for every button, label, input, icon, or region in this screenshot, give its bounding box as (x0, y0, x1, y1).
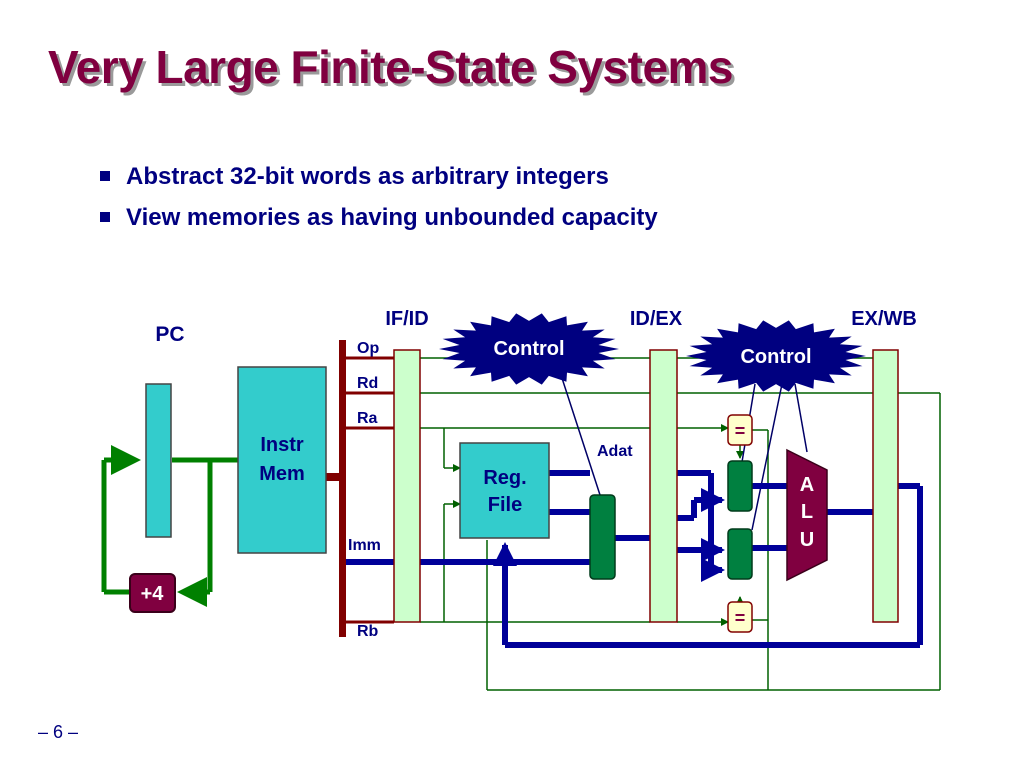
id-ex-register (649, 349, 678, 623)
slide-title: Very Large Finite-State Systems (48, 41, 734, 93)
comparator-bottom (727, 601, 753, 633)
control-burst-right (686, 320, 866, 392)
page-number: – 6 – (38, 722, 79, 742)
instr-mem-label-1: Instr (260, 434, 304, 456)
alu-letter-u: U (800, 529, 814, 551)
bullet-item: Abstract 32-bit words as arbitrary integ… (100, 162, 658, 192)
control-right-label: Control (740, 346, 811, 368)
comparator-bottom-label: = (735, 608, 746, 628)
pc-loop (101, 445, 238, 607)
alu (786, 448, 828, 582)
id-ex-label: ID/EX (630, 308, 683, 330)
field-op: Op (357, 340, 379, 357)
plus4-label: +4 (141, 583, 165, 605)
ex-wb-register (872, 349, 899, 623)
if-id-label: IF/ID (385, 308, 428, 330)
pc-label: PC (155, 323, 184, 346)
field-rd: Rd (357, 375, 378, 392)
reg-file-label-2: File (488, 494, 522, 516)
bullet-text: Abstract 32-bit words as arbitrary integ… (126, 163, 609, 190)
forward-mux-a (727, 460, 753, 512)
reg-file-label-1: Reg. (483, 467, 526, 489)
data-buses (346, 470, 923, 648)
field-ra: Ra (357, 410, 378, 427)
comparator-top (727, 414, 753, 446)
reg-file (459, 442, 550, 539)
if-id-register (393, 349, 421, 623)
control-left-label: Control (493, 338, 564, 360)
plus4-adder (129, 573, 176, 613)
field-imm: Imm (348, 537, 381, 554)
forward-mux-b (727, 528, 753, 580)
control-burst-left (439, 313, 619, 385)
pc-register (145, 383, 172, 538)
bullet-text: View memories as having unbounded capaci… (126, 204, 658, 231)
comparator-top-label: = (735, 421, 746, 441)
alu-letter-a: A (800, 474, 814, 496)
instr-mem-label-2: Mem (259, 463, 305, 485)
bullet-list: Abstract 32-bit words as arbitrary integ… (100, 162, 658, 244)
instr-mem (237, 366, 327, 554)
instr-bus (325, 340, 394, 637)
bullet-item: View memories as having unbounded capaci… (100, 203, 658, 233)
alu-letter-l: L (801, 501, 813, 523)
bullet-square-icon (100, 171, 110, 181)
field-rb: Rb (357, 623, 379, 640)
bullet-square-icon (100, 212, 110, 222)
adat-label: Adat (597, 443, 633, 460)
ex-wb-label: EX/WB (851, 308, 917, 330)
decode-mux (589, 494, 616, 580)
